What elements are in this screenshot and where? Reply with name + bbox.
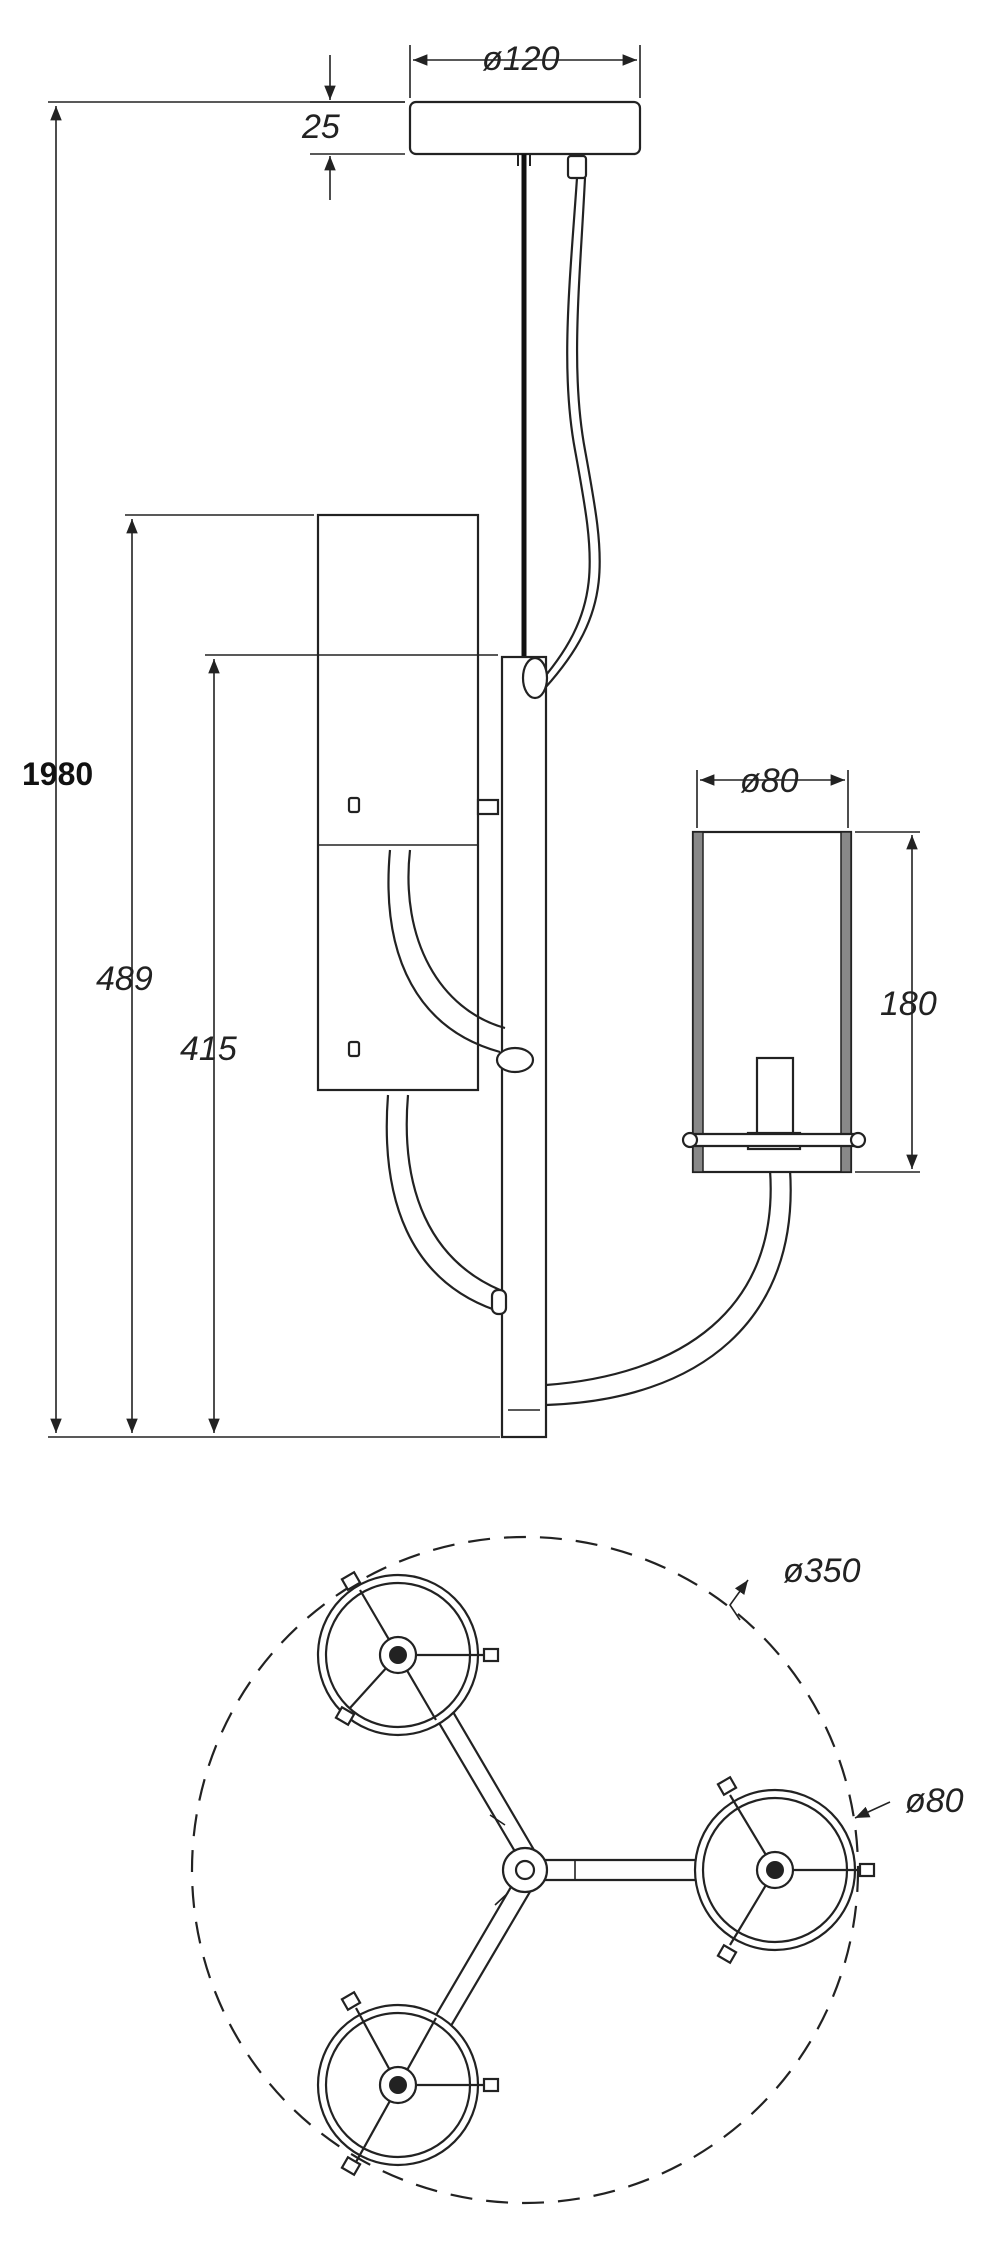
dim-spread: ø350 <box>729 1552 861 1621</box>
central-body <box>500 655 548 1439</box>
dim-canopy-height: 25 <box>301 55 405 200</box>
power-cable <box>534 154 601 689</box>
dim-top-shade-label: ø80 <box>905 1782 964 1820</box>
central-hub <box>501 1846 549 1894</box>
dim-upper-height: 489 <box>96 514 314 1433</box>
upper-shade <box>316 513 480 1092</box>
dim-shade-height: 180 <box>855 831 937 1173</box>
top-lamp-upper-left <box>316 1570 500 1737</box>
dim-lower-height: 415 <box>180 654 498 1433</box>
dim-lower-height-label: 415 <box>180 1030 237 1068</box>
dim-spread-label: ø350 <box>783 1552 861 1590</box>
dim-canopy-width: ø120 <box>409 40 641 98</box>
dim-total-height: 1980 <box>22 101 500 1438</box>
canopy <box>408 100 642 156</box>
lamp-socket <box>755 1056 795 1140</box>
right-shade <box>681 830 867 1174</box>
top-view: ø350 <box>190 1535 964 2205</box>
dim-top-shade: ø80 <box>854 1782 964 1820</box>
dim-shade-height-label: 180 <box>880 985 937 1023</box>
dim-canopy-height-label: 25 <box>301 108 340 146</box>
lower-left-arm <box>385 1094 496 1312</box>
dim-shade-width-label: ø80 <box>740 762 799 800</box>
right-arm <box>545 1169 772 1387</box>
dim-shade-width: ø80 <box>696 762 849 828</box>
top-lamp-right <box>693 1775 876 1965</box>
side-view: ø120 25 <box>22 40 937 1439</box>
dim-canopy-width-label: ø120 <box>482 40 560 78</box>
upper-arm <box>387 849 501 1054</box>
dim-upper-height-label: 489 <box>96 960 153 998</box>
dim-total-height-label: 1980 <box>22 756 93 792</box>
top-lamp-lower-left <box>316 1990 500 2177</box>
